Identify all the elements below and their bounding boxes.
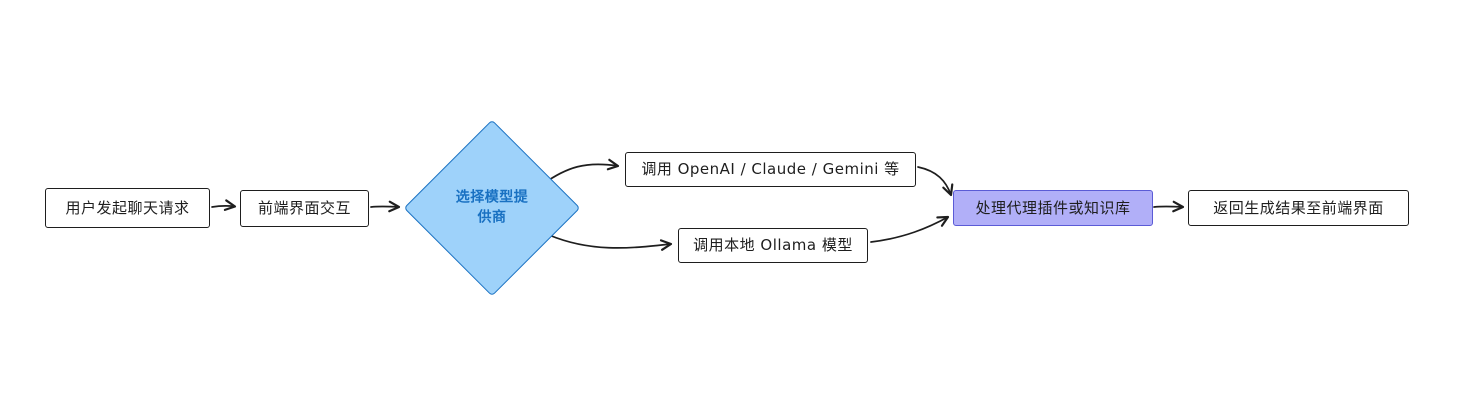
arrow-cloud-to-agent [917, 166, 954, 197]
node-agent-plugins-label: 处理代理插件或知识库 [975, 198, 1131, 217]
arrow-start-to-frontend [211, 199, 237, 211]
node-frontend-interaction[interactable]: 前端界面交互 [240, 190, 369, 227]
node-call-ollama-label: 调用本地 Ollama 模型 [693, 236, 853, 255]
node-call-ollama[interactable]: 调用本地 Ollama 模型 [678, 228, 868, 263]
node-decision-provider-label: 选择模型提供商 [455, 189, 529, 226]
node-user-request-label: 用户发起聊天请求 [65, 198, 190, 217]
arrow-frontend-to-decision [370, 200, 401, 213]
node-return-result[interactable]: 返回生成结果至前端界面 [1188, 190, 1409, 226]
node-user-request[interactable]: 用户发起聊天请求 [45, 188, 210, 228]
node-decision-provider[interactable]: 选择模型提供商 [403, 118, 581, 298]
node-frontend-interaction-label: 前端界面交互 [257, 199, 351, 218]
node-call-cloud-models-label: 调用 OpenAI / Claude / Gemini 等 [641, 160, 900, 179]
arrow-agent-to-result [1153, 200, 1185, 213]
node-agent-plugins[interactable]: 处理代理插件或知识库 [953, 190, 1153, 226]
node-return-result-label: 返回生成结果至前端界面 [1213, 198, 1384, 217]
node-call-cloud-models[interactable]: 调用 OpenAI / Claude / Gemini 等 [625, 152, 916, 187]
arrow-local-to-agent [870, 215, 950, 243]
